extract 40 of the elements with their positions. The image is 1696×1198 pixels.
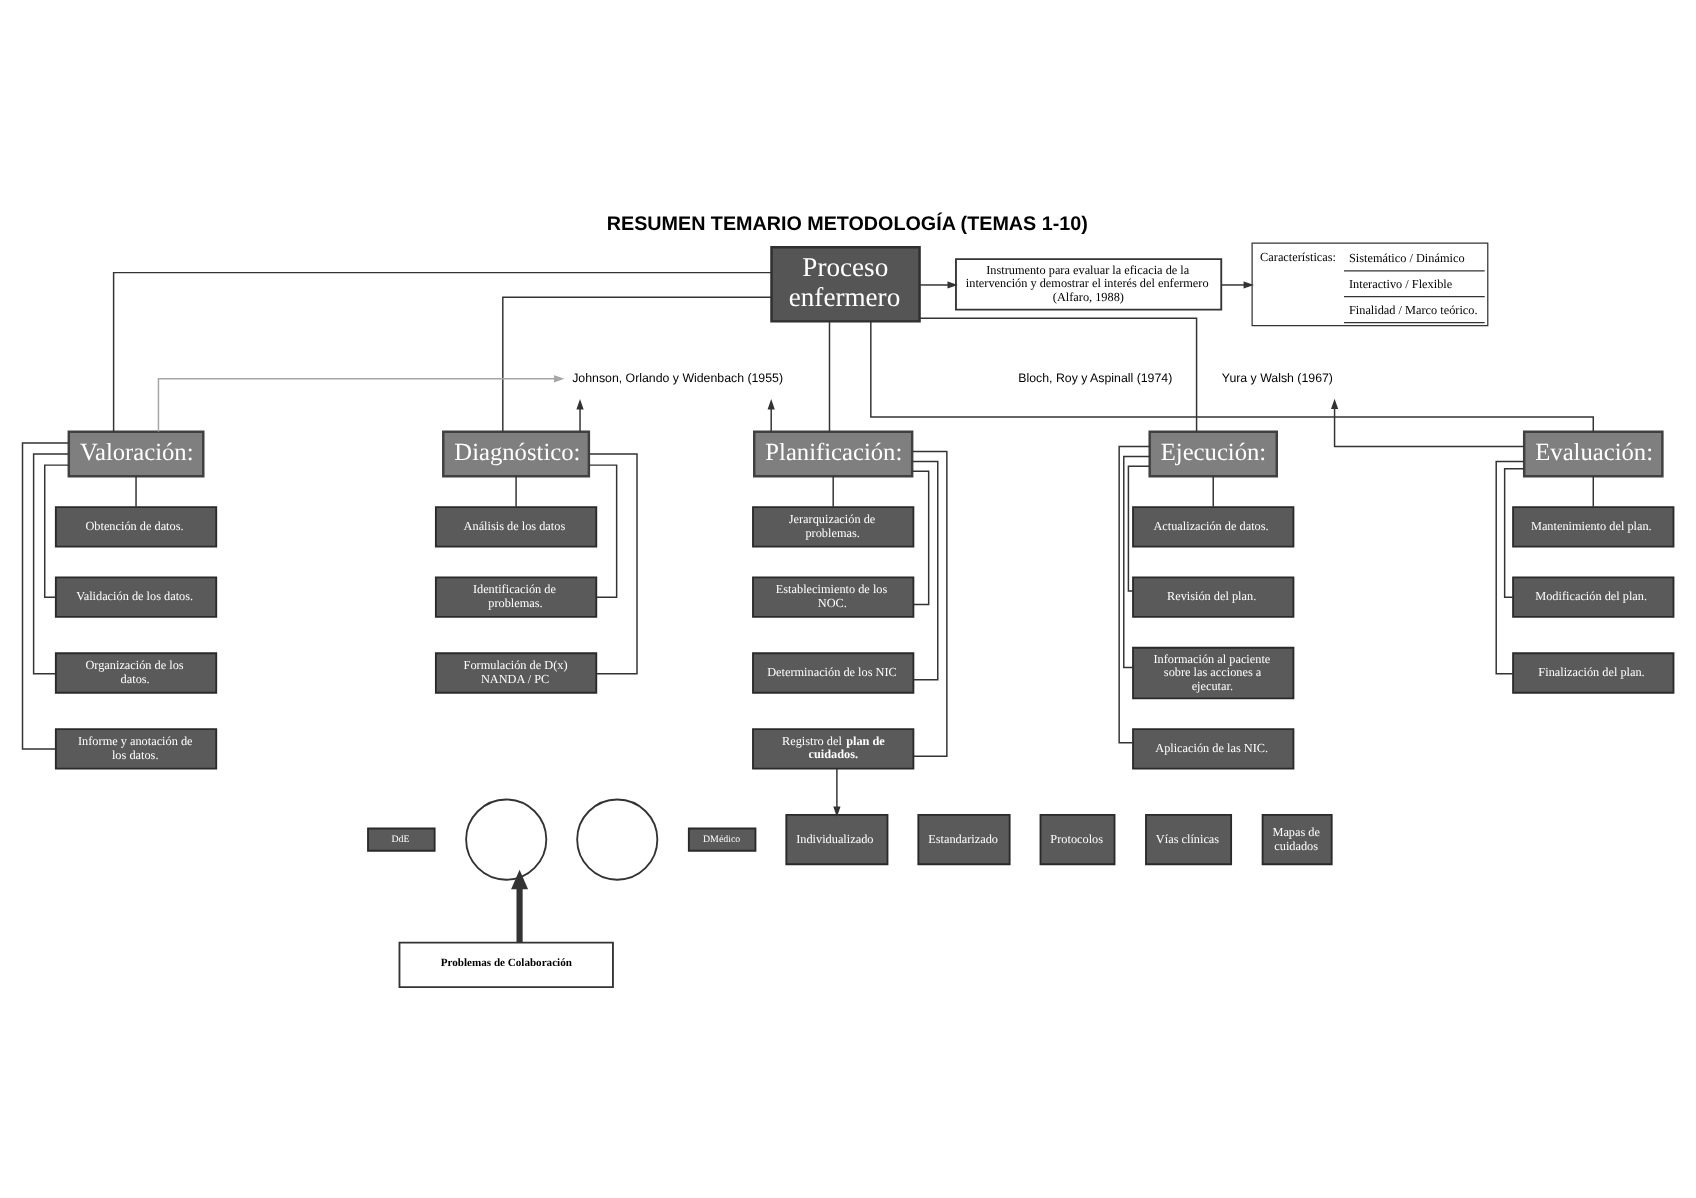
connector (588, 453, 638, 675)
arrow (511, 869, 529, 943)
arrow (576, 399, 584, 433)
node-box: Planificación: (753, 430, 914, 478)
connector (911, 470, 930, 606)
connector (1127, 465, 1151, 592)
diagram-title: RESUMEN TEMARIO METODOLOGÍA (TEMAS 1-10) (606, 214, 1088, 237)
connector (832, 475, 834, 508)
connector (502, 296, 772, 433)
connector (828, 320, 831, 433)
arrow (1330, 398, 1525, 448)
node-box: Valoración: (67, 430, 205, 478)
connector (1592, 475, 1594, 508)
node-box: Proceso enfermero (770, 246, 921, 323)
connector (919, 317, 1198, 433)
arrow (1220, 281, 1254, 289)
node-circle (465, 798, 548, 881)
connector (911, 450, 948, 758)
connector (911, 460, 939, 681)
connector (1503, 468, 1525, 598)
node-box: Evaluación: (1522, 430, 1664, 478)
connector (32, 453, 70, 675)
connector (1495, 460, 1525, 675)
node-box: Diagnóstico: (442, 430, 591, 478)
connector (515, 475, 517, 508)
connector (588, 464, 618, 598)
connector (1212, 475, 1214, 508)
arrow (767, 399, 775, 433)
arrow (833, 768, 841, 817)
arrow (919, 281, 958, 289)
connector (1118, 445, 1151, 744)
node-circle (576, 798, 659, 881)
connector (21, 442, 70, 750)
connector (1123, 455, 1151, 669)
connector (112, 271, 773, 433)
connector (44, 464, 70, 598)
connector (870, 320, 1594, 433)
connector (135, 475, 137, 508)
arrow (157, 375, 565, 433)
node-box: Ejecución: (1148, 430, 1278, 478)
